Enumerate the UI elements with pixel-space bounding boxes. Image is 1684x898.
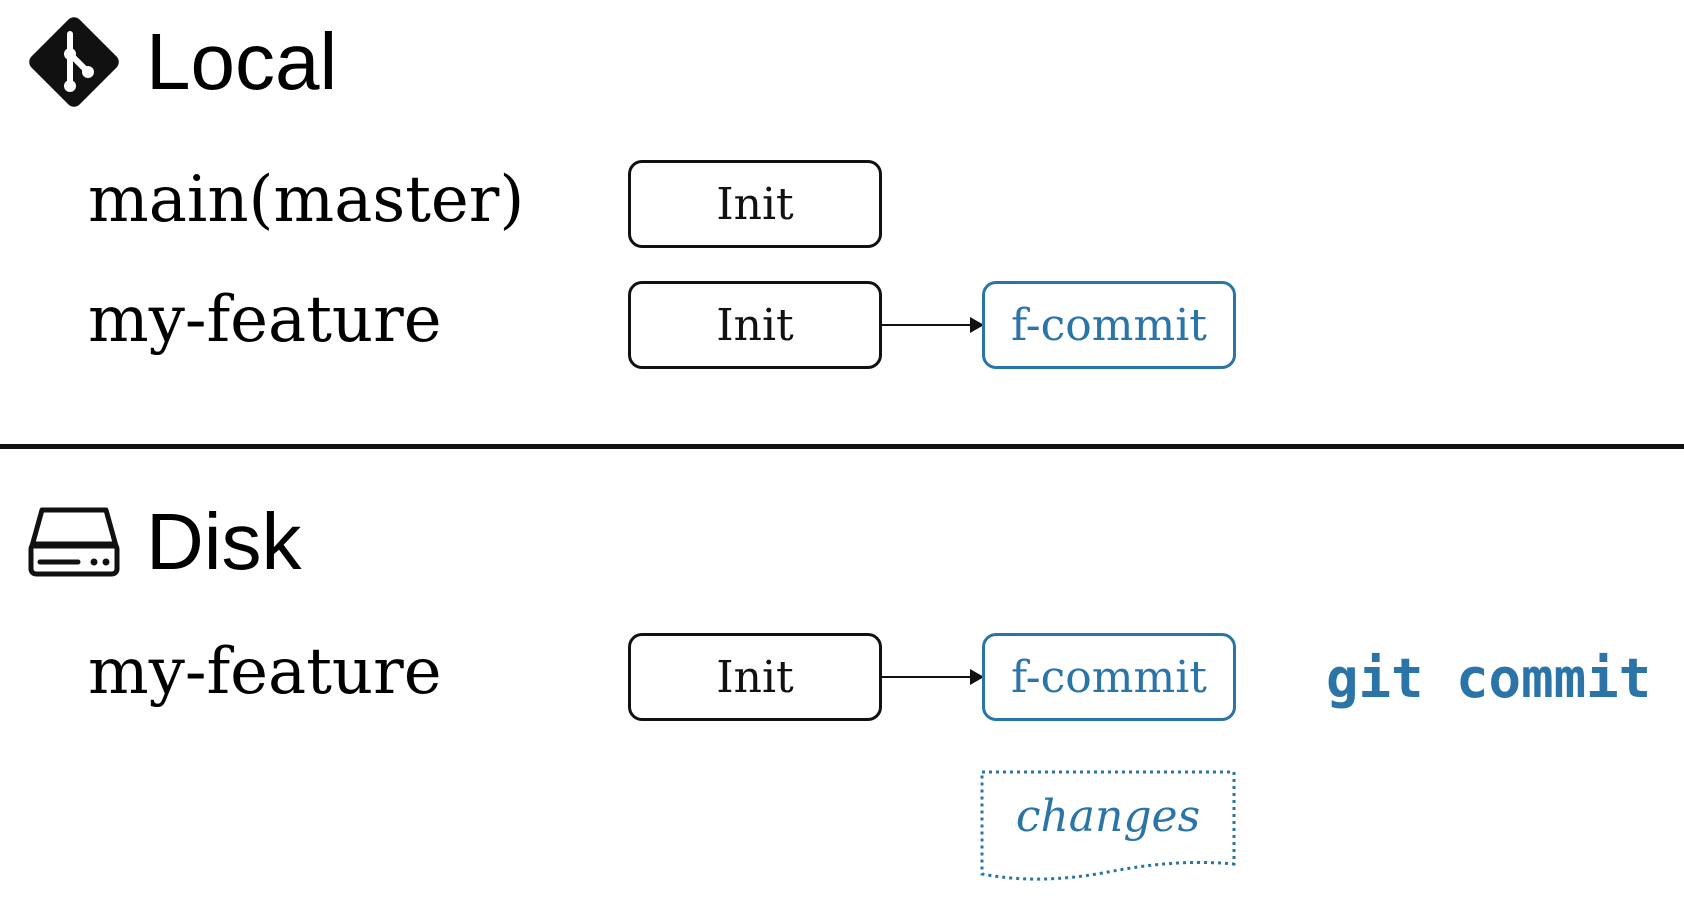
branch-label-main: main(master) [88, 163, 525, 237]
changes-document: changes [980, 770, 1236, 888]
changes-label: changes [1015, 791, 1201, 842]
commit-init-disk: Init [628, 633, 882, 721]
commit-init-main: Init [628, 160, 882, 248]
commit-init-feature-local: Init [628, 281, 882, 369]
commit-arrow-local [882, 317, 984, 333]
local-section-title: Local [146, 17, 338, 106]
commit-f-commit-disk: f-commit [982, 633, 1236, 721]
disk-section-title: Disk [146, 497, 302, 586]
section-divider [0, 444, 1684, 449]
hard-drive-icon [28, 504, 120, 578]
git-commit-command: git commit [1326, 647, 1652, 710]
commit-f-commit-local: f-commit [982, 281, 1236, 369]
git-diamond-icon [26, 14, 122, 110]
commit-arrow-disk [882, 669, 984, 685]
branch-label-my-feature-disk: my-feature [88, 635, 442, 709]
branch-label-my-feature-local: my-feature [88, 283, 442, 357]
